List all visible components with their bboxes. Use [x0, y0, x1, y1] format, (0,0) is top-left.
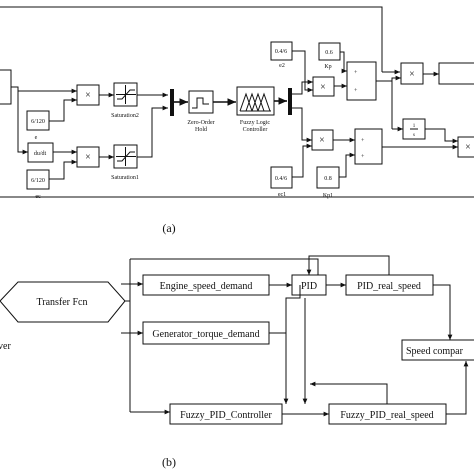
wire-pid-real-to-compare — [433, 284, 453, 340]
figure-b: Transfer Fcn ver Engine_speed_demand PID… — [0, 255, 474, 469]
engine-speed-demand-label: Engine_speed_demand — [160, 281, 253, 292]
wire-demux-to-product4 — [292, 107, 312, 143]
product-1-sign: × — [85, 90, 91, 101]
product-4-sign: × — [319, 135, 325, 146]
zoh-label-1: Zero-Order — [187, 120, 214, 126]
wire-pid-to-generator-branch — [285, 285, 301, 333]
sum-upper-plus-2: + — [354, 88, 358, 94]
pid-real-speed-label: PID_real_speed — [357, 281, 421, 292]
pid-label: PID — [301, 281, 317, 292]
constant-kp1-label: Kp1 — [323, 193, 333, 199]
sum-upper-plus-1: + — [354, 70, 358, 76]
wire-input-to-derivative — [11, 86, 28, 155]
wire-ec-to-product2 — [49, 159, 77, 180]
constant-e-value: 6/120 — [31, 119, 45, 125]
zoh-label-2: Hold — [195, 127, 207, 133]
transfer-fcn-label: Transfer Fcn — [36, 297, 87, 308]
speed-compare-block — [401, 339, 474, 361]
sum-lower-plus-2: + — [361, 154, 365, 160]
product-6-sign: × — [465, 142, 471, 153]
wire-demux-to-product3 — [292, 79, 313, 95]
sum-block-lower — [354, 128, 383, 165]
sum-lower-plus-1: + — [361, 138, 365, 144]
constant-ec1-value: 0.4/6 — [275, 176, 287, 182]
left-cutoff-label: ver — [0, 341, 11, 352]
mux-1 — [170, 89, 174, 116]
constant-e-label: e — [35, 135, 38, 141]
fuzzy-membership-icon — [239, 92, 271, 112]
wire-kp-to-sum-upper — [340, 51, 347, 74]
zero-order-hold-icon — [192, 97, 209, 109]
flc-label-1: Fuzzy Logic — [240, 120, 270, 126]
wire-ec1-to-product4 — [292, 143, 312, 178]
constant-kp1-value: 0.8 — [324, 176, 332, 182]
zero-order-hold-block — [188, 90, 214, 114]
fuzzy-pid-controller-label: Fuzzy_PID_Controller — [180, 410, 272, 421]
sum-block-upper — [346, 61, 377, 101]
wire-pid-feedback — [306, 255, 390, 275]
wire-fuzzy-real-to-compare — [446, 361, 469, 415]
derivative-text: du/dt — [34, 151, 47, 157]
saturation1-label: Saturation1 — [111, 175, 139, 181]
caption-a: (a) — [162, 221, 175, 235]
wire-integrator-to-product6 — [425, 128, 458, 144]
saturation2-icon — [116, 85, 136, 104]
constant-kp-label: Kp — [324, 64, 331, 70]
wire-kp1-to-sum-lower — [339, 152, 355, 178]
demux-1 — [288, 88, 292, 115]
saturation2-label: Saturation2 — [111, 113, 139, 119]
generator-torque-demand-label: Generator_torque_demand — [152, 329, 259, 340]
wire-fuzzy-feedback — [310, 381, 388, 404]
input-block — [0, 69, 12, 105]
constant-ec1-label: ec1 — [278, 192, 286, 198]
wire-e-to-product1 — [49, 97, 77, 122]
constant-e2-value: 0.4/6 — [275, 49, 287, 55]
caption-b: (b) — [162, 455, 176, 469]
integrator-numerator: 1 — [413, 124, 416, 129]
product-5-sign: × — [409, 69, 415, 80]
speed-compare-label: Speed compar — [406, 346, 464, 357]
fuzzy-pid-real-speed-label: Fuzzy_PID_real_speed — [340, 410, 433, 421]
figure-a: 6/120 e du/dt 6/120 ec × × Saturation2 S… — [0, 6, 474, 235]
product-3-sign: × — [320, 82, 326, 93]
product-2-sign: × — [85, 152, 91, 163]
flc-label-2: Controller — [243, 127, 268, 133]
wire-e2-to-product3 — [292, 50, 313, 93]
wire-sum-upper-to-product5 — [376, 75, 401, 82]
constant-kp-value: 0.6 — [325, 50, 333, 56]
wire-generator-branch — [269, 332, 287, 399]
constant-ec-value: 6/120 — [31, 178, 45, 184]
saturation1-icon — [116, 147, 136, 166]
integrator-denominator: s — [413, 133, 415, 138]
right-block-upper — [438, 62, 474, 85]
wire-bus-top — [130, 258, 319, 275]
top-feedback-line — [0, 6, 383, 72]
constant-e2-label: e2 — [279, 63, 285, 69]
wire-sat1-to-mux — [137, 105, 168, 158]
